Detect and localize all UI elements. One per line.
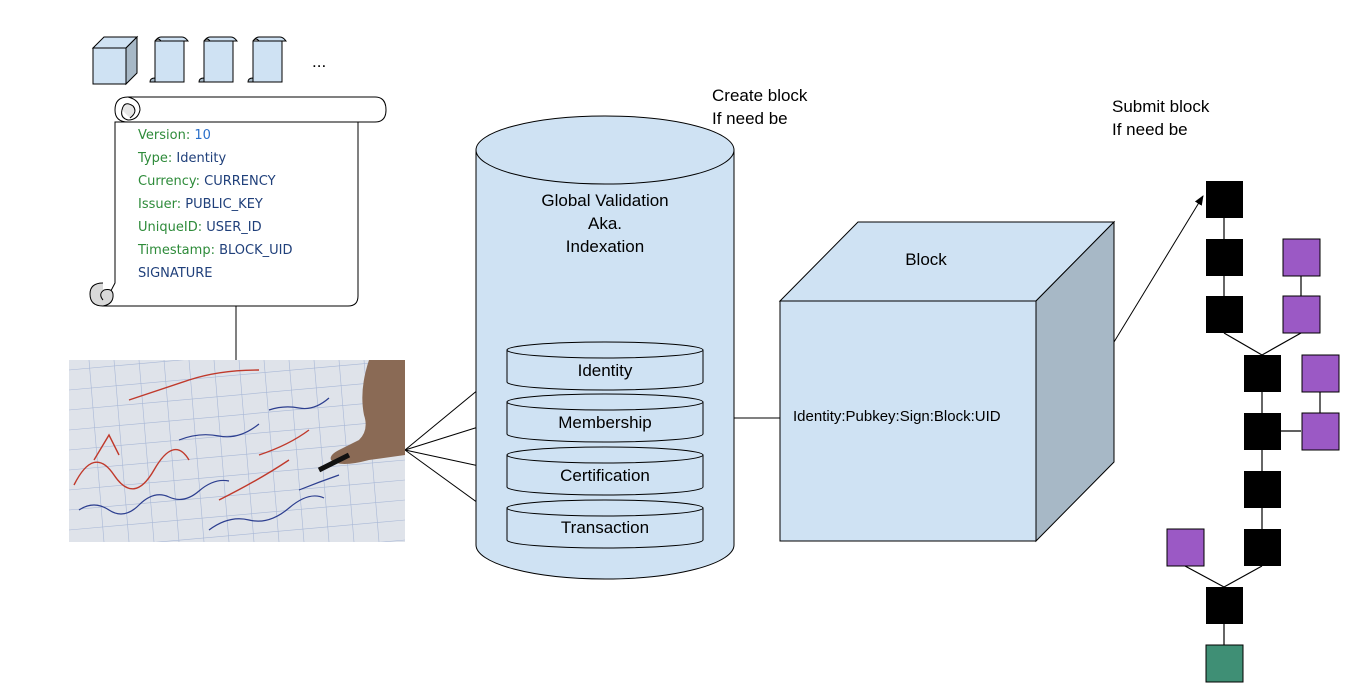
store-cylinder-identity bbox=[506, 341, 704, 391]
identity-document-text: Version: 10 Type: Identity Currency: CUR… bbox=[138, 124, 293, 285]
store-label-transaction: Transaction bbox=[560, 518, 650, 537]
fork-block bbox=[1282, 295, 1321, 334]
doc-line-currency: Currency: CURRENCY bbox=[138, 174, 276, 189]
chain-block bbox=[1206, 181, 1243, 218]
blockchain-links bbox=[1184, 218, 1321, 645]
doc-line-signature: SIGNATURE bbox=[138, 266, 213, 281]
create-block-label: Create block If need be bbox=[712, 86, 808, 128]
genesis-block bbox=[1205, 644, 1244, 683]
chain-block bbox=[1206, 296, 1243, 333]
chain-block bbox=[1244, 413, 1281, 450]
block-label: Block bbox=[905, 250, 947, 269]
handwriting-photo bbox=[69, 360, 405, 542]
store-cylinder-certification bbox=[506, 446, 704, 496]
store-cylinder-transaction bbox=[506, 499, 704, 549]
store-label-identity: Identity bbox=[577, 361, 633, 380]
scroll-icon bbox=[149, 36, 190, 83]
fork-block bbox=[1282, 238, 1321, 277]
chain-block bbox=[1206, 587, 1243, 624]
chain-block bbox=[1244, 355, 1281, 392]
blockchain bbox=[1166, 181, 1340, 683]
doc-line-issuer: Issuer: PUBLIC_KEY bbox=[138, 197, 263, 212]
scroll-icon bbox=[198, 36, 239, 83]
store-label-membership: Membership bbox=[558, 413, 652, 432]
doc-line-timestamp: Timestamp: BLOCK_UID bbox=[138, 243, 293, 258]
submit-block-label: Submit block If need be bbox=[1112, 97, 1210, 139]
store-cylinder-membership bbox=[506, 393, 704, 443]
doc-line-uniqueid: UniqueID: USER_ID bbox=[138, 220, 262, 235]
submit-arrow bbox=[1113, 195, 1204, 343]
identity-document-scroll bbox=[89, 96, 387, 307]
doc-line-version: Version: 10 bbox=[138, 128, 211, 143]
block-cube bbox=[778, 220, 1116, 543]
chain-block bbox=[1244, 529, 1281, 566]
fork-block bbox=[1301, 412, 1340, 451]
chain-block bbox=[1244, 471, 1281, 508]
ellipsis-label: ... bbox=[312, 52, 327, 71]
scroll-icon bbox=[247, 36, 288, 83]
block-content-label: Identity:Pubkey:Sign:Block:UID bbox=[793, 408, 1001, 425]
chain-block bbox=[1206, 239, 1243, 276]
doc-line-type: Type: Identity bbox=[138, 151, 227, 166]
cube-icon bbox=[91, 35, 139, 86]
store-label-certification: Certification bbox=[560, 466, 650, 485]
global-validation-label: Global Validation Aka. Indexation bbox=[541, 191, 669, 256]
fork-block bbox=[1301, 354, 1340, 393]
fork-block bbox=[1166, 528, 1205, 567]
